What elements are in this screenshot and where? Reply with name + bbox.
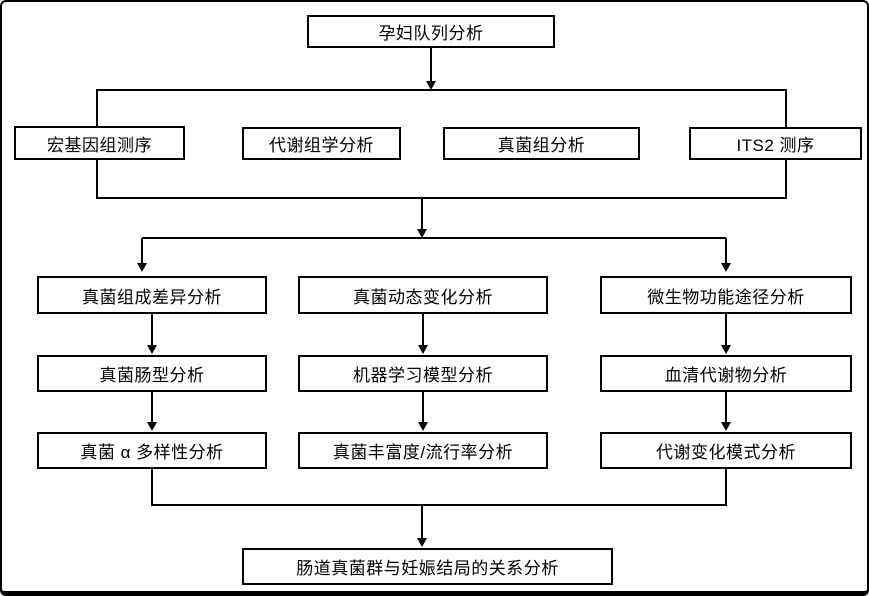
node-gut-fungi-pregnancy-outcome: 肠道真菌群与妊娠结局的关系分析 bbox=[242, 548, 613, 585]
node-fungal-enterotype: 真菌肠型分析 bbox=[37, 355, 267, 392]
node-microbial-function-pathway: 微生物功能途径分析 bbox=[600, 276, 852, 314]
node-mycobiome-analysis: 真菌组分析 bbox=[443, 127, 640, 160]
node-machine-learning-model: 机器学习模型分析 bbox=[298, 355, 548, 392]
node-metagenomic-sequencing: 宏基因组测序 bbox=[14, 126, 185, 160]
node-fungal-dynamics: 真菌动态变化分析 bbox=[298, 276, 548, 314]
node-fungal-composition-difference: 真菌组成差异分析 bbox=[37, 276, 267, 314]
node-cohort-analysis: 孕妇队列分析 bbox=[307, 15, 555, 48]
node-metabolic-change-pattern: 代谢变化模式分析 bbox=[600, 432, 852, 469]
node-fungal-alpha-diversity: 真菌 α 多样性分析 bbox=[37, 432, 267, 469]
node-serum-metabolite: 血清代谢物分析 bbox=[600, 355, 852, 392]
node-its2-sequencing: ITS2 测序 bbox=[689, 127, 862, 160]
node-fungal-abundance-prevalence: 真菌丰富度/流行率分析 bbox=[298, 432, 548, 469]
node-metabolomics-analysis: 代谢组学分析 bbox=[242, 127, 401, 160]
